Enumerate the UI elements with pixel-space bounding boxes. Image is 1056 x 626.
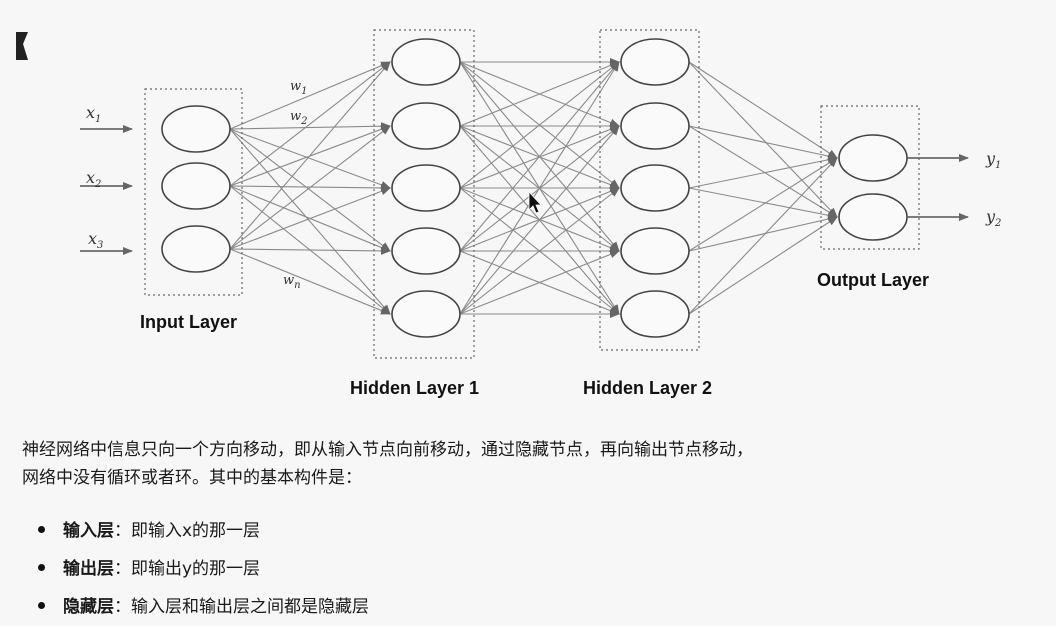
output-label-y1: y1 [985, 149, 1001, 171]
paragraph-line-1: 神经网络中信息只向一个方向移动，即从输入节点向前移动，通过隐藏节点，再向输出节点… [22, 440, 753, 460]
component-list: 输入层：即输入x的那一层 输出层：即输出y的那一层 隐藏层：输入层和输出层之间都… [38, 512, 369, 626]
list-item-output-layer: 输出层：即输出y的那一层 [38, 550, 369, 588]
hidden-layer-1-label: Hidden Layer 1 [350, 378, 479, 398]
neuron-node [620, 164, 690, 212]
connection-edge [688, 125, 838, 161]
neuron-node [161, 105, 231, 153]
connection-edge [229, 128, 391, 189]
bullet-separator: ： [114, 521, 131, 541]
neuron-node [620, 290, 690, 338]
layer-boxes [144, 29, 920, 359]
layer-box [820, 105, 920, 250]
weight-label-w2: w2 [290, 109, 308, 127]
list-item-input-layer: 输入层：即输入x的那一层 [38, 512, 369, 550]
bullet-icon [38, 525, 45, 533]
bullet-term: 输出层 [63, 559, 114, 579]
bullet-term: 隐藏层 [63, 597, 114, 617]
paragraph-line-2: 网络中没有循环或者环。其中的基本构件是： [22, 468, 362, 488]
connection-edge [229, 125, 391, 250]
hidden-layer-2-label: Hidden Layer 2 [583, 378, 712, 398]
bullet-icon [38, 601, 45, 609]
layer-box [373, 29, 475, 359]
connection-edge [459, 61, 620, 252]
connection-edge [459, 61, 620, 315]
connection-edge [229, 187, 391, 250]
connection-edge [229, 128, 391, 252]
input-label-x1: x1 [86, 103, 101, 125]
neuron-node [620, 102, 690, 150]
layer-box [144, 88, 243, 296]
connection-edge [688, 215, 838, 252]
connection-edge [688, 61, 838, 159]
bullet-icon [38, 563, 45, 571]
weight-label-wn: wn [283, 273, 301, 291]
connection-edge [229, 61, 391, 250]
neural-network-diagram: Input Layer Hidden Layer 1 Hidden Layer … [80, 29, 1001, 398]
connection-edge [229, 246, 391, 255]
neuron-node [838, 193, 908, 241]
neuron-node [161, 162, 231, 210]
neuron-node [161, 225, 231, 273]
bullet-description: 即输出y的那一层 [131, 559, 261, 579]
output-layer-label: Output Layer [817, 270, 929, 290]
input-label-x2: x2 [86, 168, 101, 190]
connection-edge [688, 157, 838, 252]
bullet-description: 输入层和输出层之间都是隐藏层 [131, 597, 369, 617]
bullet-description: 即输入x的那一层 [131, 521, 261, 541]
connection-edge [229, 61, 391, 130]
input-layer-label: Input Layer [140, 312, 237, 332]
neuron-node [838, 134, 908, 182]
connection-edge [688, 125, 838, 218]
connection-edge [459, 250, 620, 315]
bullet-term: 输入层 [63, 521, 114, 541]
bookmark-icon[interactable] [14, 30, 30, 66]
connection-edge [688, 155, 838, 189]
connection-edge [688, 61, 838, 218]
connection-edge [229, 61, 391, 187]
connection-edge [688, 216, 838, 315]
connection-edge [229, 248, 391, 315]
connection-edge [459, 125, 620, 315]
neuron-node [391, 227, 461, 275]
output-label-y2: y2 [985, 207, 1001, 229]
input-label-x3: x3 [88, 229, 103, 251]
io-arrows [80, 125, 969, 255]
connections [229, 58, 838, 318]
connection-edge [688, 187, 838, 220]
weight-label-w1: w1 [290, 79, 308, 97]
connection-edge [459, 61, 620, 127]
connection-edge [229, 122, 391, 131]
list-item-hidden-layer: 隐藏层：输入层和输出层之间都是隐藏层 [38, 588, 369, 626]
neuron-node [391, 164, 461, 212]
neuron-node [391, 102, 461, 150]
neuron-node [620, 38, 690, 86]
bullet-separator: ： [114, 597, 131, 617]
connection-edge [688, 157, 838, 315]
neuron-node [391, 38, 461, 86]
description-paragraph: 神经网络中信息只向一个方向移动，即从输入节点向前移动，通过隐藏节点，再向输出节点… [22, 436, 1052, 492]
connection-edge [229, 128, 391, 315]
neuron-node [391, 290, 461, 338]
neuron-node [620, 227, 690, 275]
nodes [161, 38, 908, 338]
cursor-icon [528, 190, 542, 214]
bullet-separator: ： [114, 559, 131, 579]
connection-edge [459, 187, 620, 315]
connection-edge [459, 61, 620, 189]
